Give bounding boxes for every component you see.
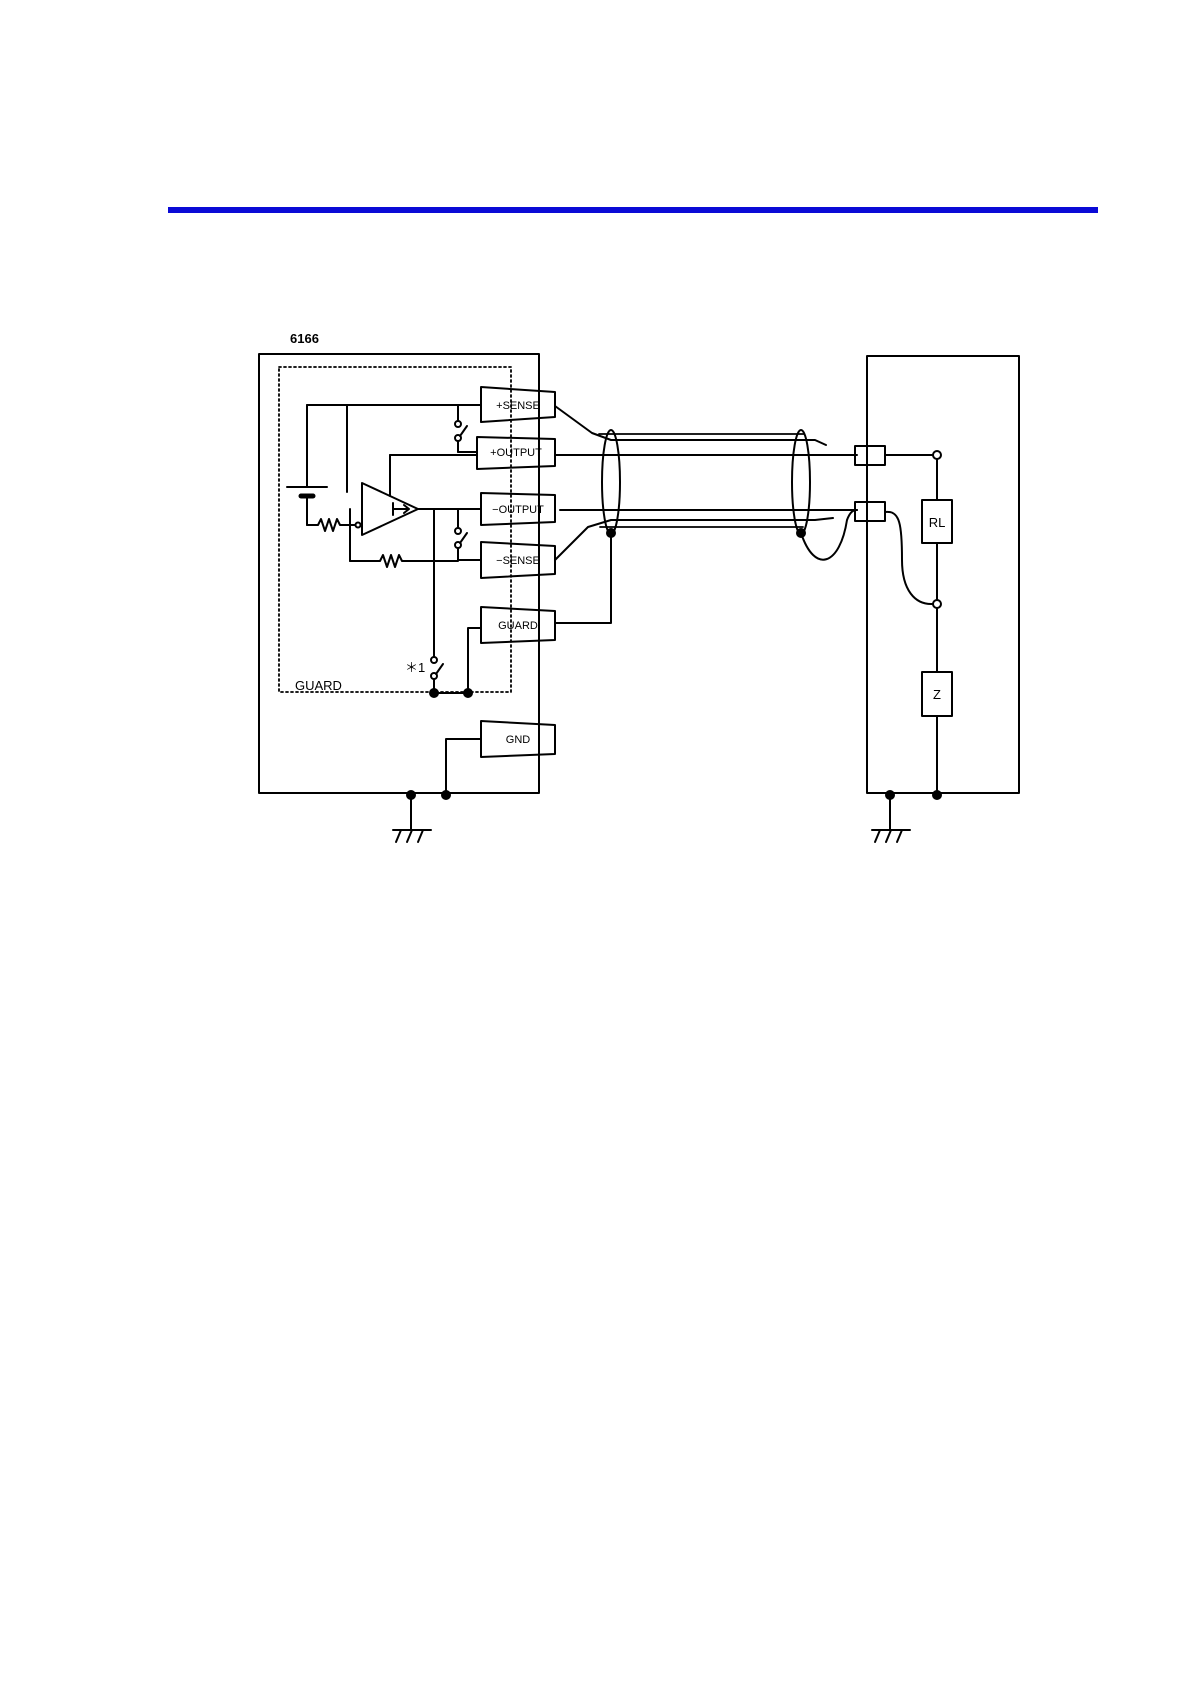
impedance-label: Z: [933, 687, 941, 702]
terminal-plus-output-label: +OUTPUT: [490, 447, 542, 459]
terminal-gnd-label: GND: [506, 734, 531, 746]
terminal-minus-output-label: −OUTPUT: [492, 504, 544, 516]
minus-sense-switch: [455, 509, 481, 560]
dut-minus-node: [933, 600, 941, 608]
load-resistor-label: RL: [929, 515, 946, 530]
terminal-plus-sense: +SENSE: [481, 387, 555, 422]
terminal-guard: GUARD: [481, 607, 555, 643]
left-ground-symbol: [393, 830, 431, 842]
dut-minus-wire: [885, 512, 933, 604]
terminal-minus-output: −OUTPUT: [481, 493, 555, 525]
terminal-gnd: GND: [481, 721, 555, 757]
instrument-label: 6166: [290, 331, 319, 346]
terminal-minus-sense: −SENSE: [481, 542, 555, 578]
load-resistor-box: RL: [922, 500, 952, 543]
battery-symbol: [287, 405, 327, 525]
cable-shield-left-ellipse: [602, 430, 620, 534]
guard-cable: [555, 533, 611, 623]
instrument-box: [259, 354, 539, 793]
cable-shield-right-ellipse: [792, 430, 810, 534]
terminal-minus-sense-label: −SENSE: [496, 555, 540, 567]
guard-terminal-wire: [468, 628, 481, 693]
gnd-terminal-wire: [446, 739, 481, 795]
input-resistor: [307, 519, 361, 531]
switch-note-label: ＊1: [405, 660, 425, 675]
dut-plus-node: [933, 451, 941, 459]
terminal-plus-output: +OUTPUT: [477, 437, 555, 469]
guard-region-outline: [279, 367, 511, 692]
guard-region-label: GUARD: [295, 678, 342, 693]
plus-sense-switch: [455, 405, 477, 452]
dut-ground-junction-dot: [933, 791, 941, 799]
dut-connector-plus: [855, 446, 885, 465]
impedance-box: Z: [922, 672, 952, 716]
guard-switch: [430, 509, 443, 697]
terminal-guard-label: GUARD: [498, 620, 538, 632]
dut-connector-minus: [855, 502, 885, 521]
terminal-plus-sense-label: +SENSE: [496, 400, 540, 412]
feedback-resistor: [350, 509, 458, 567]
plus-sense-cable: [555, 406, 826, 445]
right-ground-symbol: [872, 830, 910, 842]
minus-sense-cable: [555, 518, 833, 560]
gnd-junction-dot: [442, 791, 450, 799]
dut-box: [867, 356, 1019, 793]
